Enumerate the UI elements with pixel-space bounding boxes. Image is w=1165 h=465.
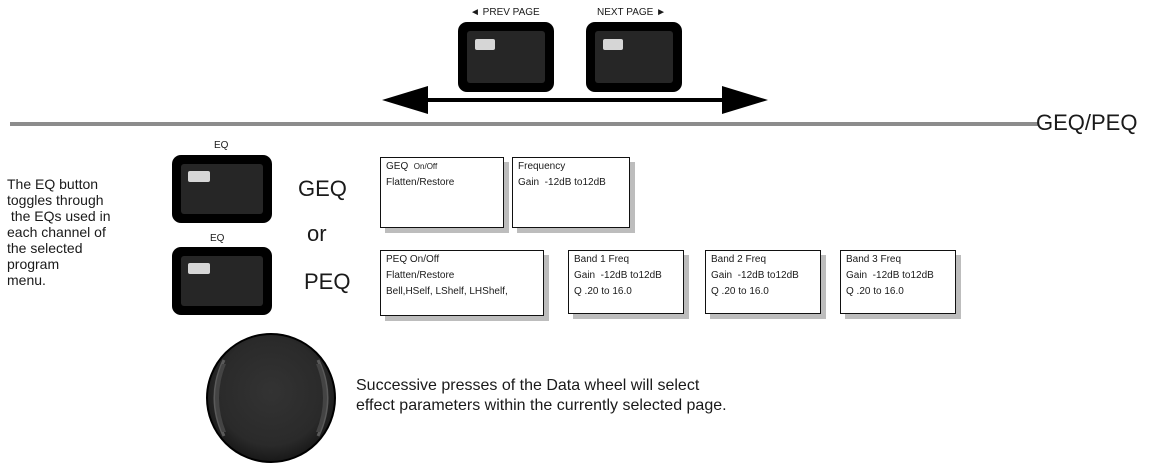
section-title: GEQ/PEQ (1036, 110, 1138, 135)
eq-button-label-bottom: EQ (210, 233, 225, 244)
eq-led-icon (188, 263, 210, 274)
next-page-button[interactable] (586, 22, 682, 92)
mode-geq-label: GEQ (298, 176, 347, 201)
description-line: program (7, 256, 60, 272)
description-line: the selected (7, 240, 83, 256)
data-wheel[interactable] (204, 330, 338, 464)
peq-screen-line: Q .20 to 16.0 (574, 286, 632, 297)
peq-screen-band2: Band 2 Freq Gain -12dB to12dB Q .20 to 1… (705, 250, 821, 314)
geq-screen-page1: GEQ On/Off Flatten/Restore (380, 157, 504, 228)
peq-screen-line: Band 3 Freq (846, 254, 902, 265)
peq-screen-line: Gain -12dB to12dB (711, 270, 799, 281)
peq-screen-band3: Band 3 Freq Gain -12dB to12dB Q .20 to 1… (840, 250, 956, 314)
section-divider (10, 122, 1038, 126)
geq-screen-line: Frequency (518, 161, 566, 172)
description-line: toggles through (7, 192, 104, 208)
prev-page-label: ◄ PREV PAGE (470, 7, 540, 18)
eq-button-description: The EQ button toggles through the EQs us… (7, 176, 157, 288)
peq-screen-line: Gain -12dB to12dB (574, 270, 662, 281)
description-line: each channel of (7, 224, 106, 240)
peq-screen-line: Q .20 to 16.0 (711, 286, 769, 297)
peq-screen-line: Gain -12dB to12dB (846, 270, 934, 281)
description-line: The EQ button (7, 176, 99, 192)
peq-screen-line: PEQ On/Off (386, 254, 440, 265)
geq-screen-line: Flatten/Restore (386, 177, 455, 188)
geq-onoff-sub-text: On/Off (413, 162, 438, 171)
mode-peq-label: PEQ (304, 269, 351, 294)
next-page-led-icon (603, 39, 623, 50)
geq-onoff-text: GEQ (386, 161, 409, 172)
eq-led-icon (188, 171, 210, 182)
mode-or-label: or (307, 221, 327, 246)
peq-screen-line: Bell,HSelf, LShelf, LHShelf, (386, 286, 508, 297)
eq-button-top[interactable] (172, 155, 272, 223)
prev-page-led-icon (475, 39, 495, 50)
data-wheel-description: Successive presses of the Data wheel wil… (356, 376, 727, 416)
geq-screen-page2: Frequency Gain -12dB to12dB (512, 157, 630, 228)
next-page-label: NEXT PAGE ► (597, 7, 666, 18)
geq-screen-line: GEQ On/Off (386, 159, 498, 175)
wheel-text-line: effect parameters within the currently s… (356, 397, 727, 414)
geq-screen-line: Gain -12dB to12dB (518, 177, 606, 188)
wheel-text-line: Successive presses of the Data wheel wil… (356, 377, 700, 394)
peq-screen-line: Q .20 to 16.0 (846, 286, 904, 297)
description-line: menu. (7, 272, 46, 288)
peq-screen-line: Band 1 Freq (574, 254, 630, 265)
peq-screen-band1: Band 1 Freq Gain -12dB to12dB Q .20 to 1… (568, 250, 684, 314)
peq-screen-line: Flatten/Restore (386, 270, 455, 281)
description-line: the EQs used in (7, 208, 111, 224)
eq-button-label-top: EQ (214, 140, 229, 151)
eq-button-bottom[interactable] (172, 247, 272, 315)
peq-screen-page1: PEQ On/Off Flatten/Restore Bell,HSelf, L… (380, 250, 544, 316)
prev-page-button[interactable] (458, 22, 554, 92)
page-navigation-arrow-icon (382, 86, 768, 114)
peq-screen-line: Band 2 Freq (711, 254, 767, 265)
